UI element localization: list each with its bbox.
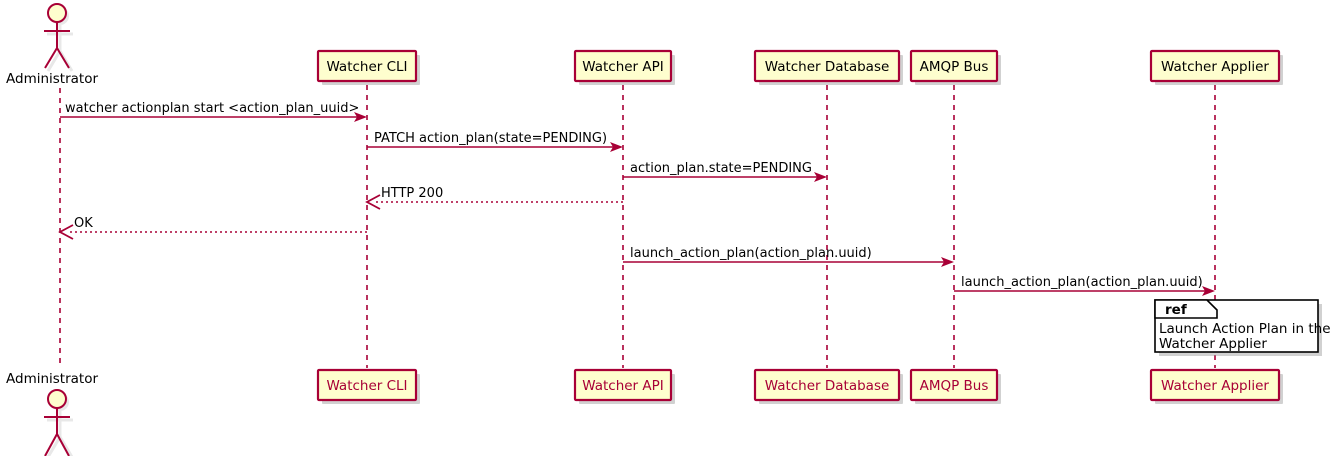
- participant-box-watcher-cli-bottom[interactable]: [316, 368, 418, 402]
- message-1[interactable]: watcher actionplan start <action_plan_uu…: [60, 101, 367, 122]
- message-6[interactable]: launch_action_plan(action_plan.uuid): [623, 246, 954, 267]
- actor-administrator-top[interactable]: Administrator: [6, 3, 98, 87]
- participant-box-watcher-applier-bottom[interactable]: [1149, 368, 1281, 402]
- actor-left-leg-icon-bottom: [44, 433, 58, 456]
- participant-box-amqp-bus-bottom[interactable]: [909, 368, 999, 402]
- ref-fragment-line-2: Watcher Applier: [1159, 336, 1267, 352]
- participant-watcher-applier-bottom[interactable]: Watcher Applier: [1149, 368, 1283, 404]
- participant-box-watcher-database-bottom[interactable]: [753, 368, 901, 402]
- participant-watcher-database-bottom[interactable]: Watcher Database: [753, 368, 903, 404]
- message-label-6: launch_action_plan(action_plan.uuid): [630, 246, 872, 261]
- message-arrowhead-1: [354, 112, 367, 122]
- actor-head-icon: [47, 3, 67, 23]
- ref-fragment-tab: [1154, 299, 1218, 319]
- participant-label-watcher-database-top: Watcher Database: [765, 59, 890, 75]
- ref-fragment-line-1: Launch Action Plan in the: [1159, 321, 1330, 337]
- ref-fragment-title: ref: [1165, 302, 1187, 318]
- message-arrowhead-4: [365, 194, 381, 210]
- participant-label-watcher-database-bottom: Watcher Database: [765, 378, 890, 394]
- participant-label-amqp-bus-bottom: AMQP Bus: [920, 378, 989, 394]
- participant-watcher-api-bottom[interactable]: Watcher API: [573, 368, 675, 404]
- participant-watcher-applier-top[interactable]: Watcher Applier: [1149, 49, 1283, 85]
- participant-watcher-cli-bottom[interactable]: Watcher CLI: [316, 368, 420, 404]
- message-7[interactable]: launch_action_plan(action_plan.uuid): [954, 275, 1215, 296]
- participant-box-amqp-bus-top[interactable]: [909, 49, 999, 83]
- message-arrowhead-3: [814, 172, 827, 182]
- actor-label-administrator-bottom: Administrator: [6, 371, 98, 387]
- participant-box-watcher-database-top[interactable]: [753, 49, 901, 83]
- message-arrowhead-2: [610, 142, 623, 152]
- participant-box-watcher-api-bottom[interactable]: [573, 368, 673, 402]
- message-4[interactable]: HTTP 200: [365, 186, 623, 210]
- participants-top-group: Watcher CLI Watcher API Watcher Database…: [316, 49, 1283, 85]
- actor-right-leg-icon-bottom: [56, 433, 70, 456]
- actor-label-administrator-top: Administrator: [6, 71, 98, 87]
- message-arrowhead-6: [941, 257, 954, 267]
- lifelines-group: [59, 85, 1216, 368]
- participant-label-watcher-applier-bottom: Watcher Applier: [1161, 378, 1269, 394]
- actor-right-leg-icon: [56, 47, 70, 69]
- message-label-7: launch_action_plan(action_plan.uuid): [961, 275, 1203, 290]
- actor-administrator-bottom[interactable]: Administrator: [6, 371, 98, 456]
- actor-left-leg-icon: [44, 47, 58, 69]
- participants-bottom-group: Watcher CLI Watcher API Watcher Database…: [316, 368, 1283, 404]
- message-label-2: PATCH action_plan(state=PENDING): [374, 131, 607, 146]
- participant-watcher-cli-top[interactable]: Watcher CLI: [316, 49, 420, 85]
- message-3[interactable]: action_plan.state=PENDING: [623, 161, 827, 182]
- message-arrowhead-7: [1202, 286, 1215, 296]
- ref-fragment-launch-action-plan[interactable]: ref Launch Action Plan in the Watcher Ap…: [1154, 299, 1330, 356]
- participant-label-amqp-bus-top: AMQP Bus: [920, 59, 989, 75]
- participant-label-watcher-applier-top: Watcher Applier: [1161, 59, 1269, 75]
- message-arrowhead-5: [58, 224, 74, 240]
- message-label-4: HTTP 200: [381, 186, 443, 201]
- actor-head-icon-bottom: [47, 389, 67, 409]
- participant-amqp-bus-bottom[interactable]: AMQP Bus: [909, 368, 1001, 404]
- message-label-1: watcher actionplan start <action_plan_uu…: [65, 101, 359, 116]
- participant-box-watcher-applier-top[interactable]: [1149, 49, 1281, 83]
- participant-label-watcher-cli-top: Watcher CLI: [326, 59, 407, 75]
- message-5[interactable]: OK: [58, 216, 367, 240]
- participant-label-watcher-api-top: Watcher API: [582, 59, 664, 75]
- participant-label-watcher-cli-bottom: Watcher CLI: [326, 378, 407, 394]
- participant-box-watcher-api-top[interactable]: [573, 49, 673, 83]
- message-label-5: OK: [74, 216, 93, 231]
- participant-label-watcher-api-bottom: Watcher API: [582, 378, 664, 394]
- message-2[interactable]: PATCH action_plan(state=PENDING): [367, 131, 623, 152]
- participant-amqp-bus-top[interactable]: AMQP Bus: [909, 49, 1001, 85]
- participant-watcher-api-top[interactable]: Watcher API: [573, 49, 675, 85]
- participant-box-watcher-cli-top[interactable]: [316, 49, 418, 83]
- message-label-3: action_plan.state=PENDING: [630, 161, 812, 176]
- participant-watcher-database-top[interactable]: Watcher Database: [753, 49, 903, 85]
